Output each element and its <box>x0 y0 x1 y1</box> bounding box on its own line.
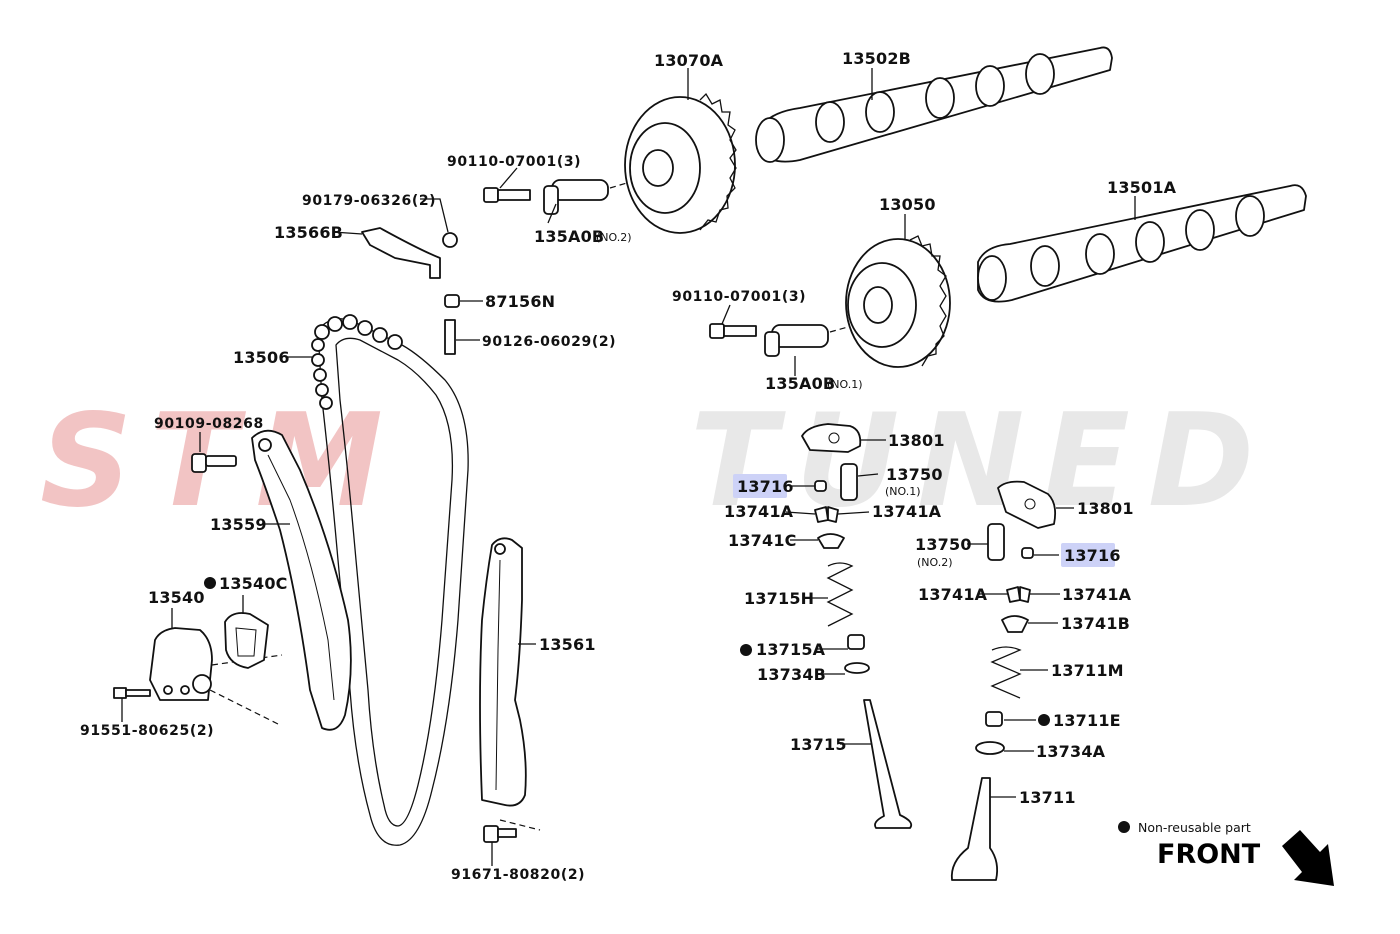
label-13715A: 13715A <box>756 640 826 659</box>
label-13540C: 13540C <box>219 574 288 593</box>
legend: Non-reusable part <box>1118 820 1251 835</box>
label-13711M: 13711M <box>1051 661 1124 680</box>
watermark-right-text: TUNED <box>690 387 1272 536</box>
valve-keeper-13741A-left <box>814 506 839 523</box>
label-90109-08268: 90109-08268 <box>154 416 264 432</box>
label-13716-left: 13716 <box>737 477 794 496</box>
label-13741A-left-a: 13741A <box>724 502 794 521</box>
label-13716-right: 13716 <box>1064 546 1121 565</box>
label-13741C: 13741C <box>728 531 797 550</box>
label-13750-no1: 13750 <box>886 465 943 484</box>
exhaust-valve-13711 <box>950 777 999 881</box>
label-13741A-right-b: 13741A <box>1062 585 1132 604</box>
timing-chain-13506 <box>311 314 469 846</box>
cam-timing-gear-13050 <box>845 235 951 368</box>
bolt-90110-07001-lower <box>709 323 757 339</box>
front-label: FRONT <box>1157 839 1261 870</box>
spring-retainer-13741B <box>1001 615 1029 633</box>
highlight-boxes <box>733 474 1115 567</box>
highlight-13716-right <box>1061 543 1115 567</box>
non-reusable-markers <box>204 577 1050 726</box>
label-13050: 13050 <box>879 195 936 214</box>
tensioner-gasket-13540C <box>224 612 269 669</box>
label-13070A: 13070A <box>654 51 724 70</box>
label-91551-80625: 91551-80625(2) <box>80 723 214 739</box>
cam-timing-gear-13070A <box>624 92 737 234</box>
label-13502B: 13502B <box>842 49 911 68</box>
intake-valve-13715 <box>863 699 913 829</box>
chain-tensioner-arm-13559 <box>251 429 352 731</box>
non-reusable-marker-13715A <box>740 644 752 656</box>
bolt-90109-08268 <box>191 453 237 473</box>
camshaft-13501A <box>977 184 1307 303</box>
legend-text: Non-reusable part <box>1138 820 1251 835</box>
label-13566B: 13566B <box>274 223 343 242</box>
valve-spring-13711M <box>990 646 1022 699</box>
label-13506: 13506 <box>233 348 290 367</box>
label-91671-80820: 91671-80820(2) <box>451 867 585 883</box>
label-90110-07001-upper: 90110-07001(3) <box>447 154 581 170</box>
label-13741A-right-a: 13741A <box>918 585 988 604</box>
leader-lines <box>121 68 1136 866</box>
valve-seal-13711E <box>985 711 1003 727</box>
label-13501A: 13501A <box>1107 178 1177 197</box>
label-13711E: 13711E <box>1053 711 1121 730</box>
label-13561: 13561 <box>539 635 596 654</box>
rocker-arm-13801-right <box>997 480 1057 529</box>
label-no2-upper: (NO.2) <box>596 231 632 244</box>
label-90126-06029: 90126-06029(2) <box>482 334 616 350</box>
valve-cap-13716-right <box>1021 547 1034 559</box>
label-13801-right: 13801 <box>1077 499 1134 518</box>
bracket-13566B <box>361 227 458 279</box>
camshaft-13502B <box>755 46 1113 163</box>
label-no1-lower: (NO.1) <box>827 378 863 391</box>
label-13711: 13711 <box>1019 788 1076 807</box>
label-13559: 13559 <box>210 515 267 534</box>
label-13734B: 13734B <box>757 665 826 684</box>
label-90110-07001-lower: 90110-07001(3) <box>672 289 806 305</box>
rocker-arm-13801-left <box>801 423 862 453</box>
label-13741A-left-b: 13741A <box>872 502 942 521</box>
valve-seal-13715A <box>847 634 865 650</box>
label-13715: 13715 <box>790 735 847 754</box>
valve-spring-13715H <box>826 562 854 627</box>
stud-90126-06029 <box>444 319 456 355</box>
spring-retainer-13741C <box>817 533 845 549</box>
highlight-13716-left <box>733 474 787 498</box>
label-135A0B-no1: 135A0B <box>765 374 835 393</box>
arrow-down-right-icon <box>1282 830 1334 886</box>
lash-adjuster-13750-no2 <box>987 523 1005 561</box>
label-no1-valvetrain: (NO.1) <box>885 485 921 498</box>
bolt-91551-80625 <box>113 687 151 699</box>
valve-cap-13716-left <box>814 480 827 492</box>
bolt-91671-80820 <box>483 819 541 843</box>
spring-seat-13734B <box>844 662 870 674</box>
part-labels: 13070A 13502B 90110-07001(3) 90179-06326… <box>80 49 1177 883</box>
label-13540: 13540 <box>148 588 205 607</box>
label-13734A: 13734A <box>1036 742 1106 761</box>
lash-adjuster-13750-no1 <box>840 463 858 501</box>
watermark: STM TUNED <box>40 387 1272 536</box>
label-13801-left: 13801 <box>888 431 945 450</box>
label-no2-valvetrain: (NO.2) <box>917 556 953 569</box>
front-indicator: FRONT <box>1157 830 1334 886</box>
collar-87156N <box>444 294 460 308</box>
label-135A0B-no2: 135A0B <box>534 227 604 246</box>
filled-circle-icon <box>1118 821 1130 833</box>
label-13741B: 13741B <box>1061 614 1130 633</box>
non-reusable-marker-13711E <box>1038 714 1050 726</box>
chain-guide-13561 <box>479 537 527 807</box>
label-13715H: 13715H <box>744 589 814 608</box>
valve-keeper-13741A-right <box>1006 586 1031 603</box>
non-reusable-marker-13540C <box>204 577 216 589</box>
label-13750-no2: 13750 <box>915 535 972 554</box>
spring-seat-13734A <box>975 741 1005 755</box>
label-90179-06326: 90179-06326(2) <box>302 193 436 209</box>
bolt-90110-07001-upper <box>483 187 531 203</box>
label-87156N: 87156N <box>485 292 555 311</box>
